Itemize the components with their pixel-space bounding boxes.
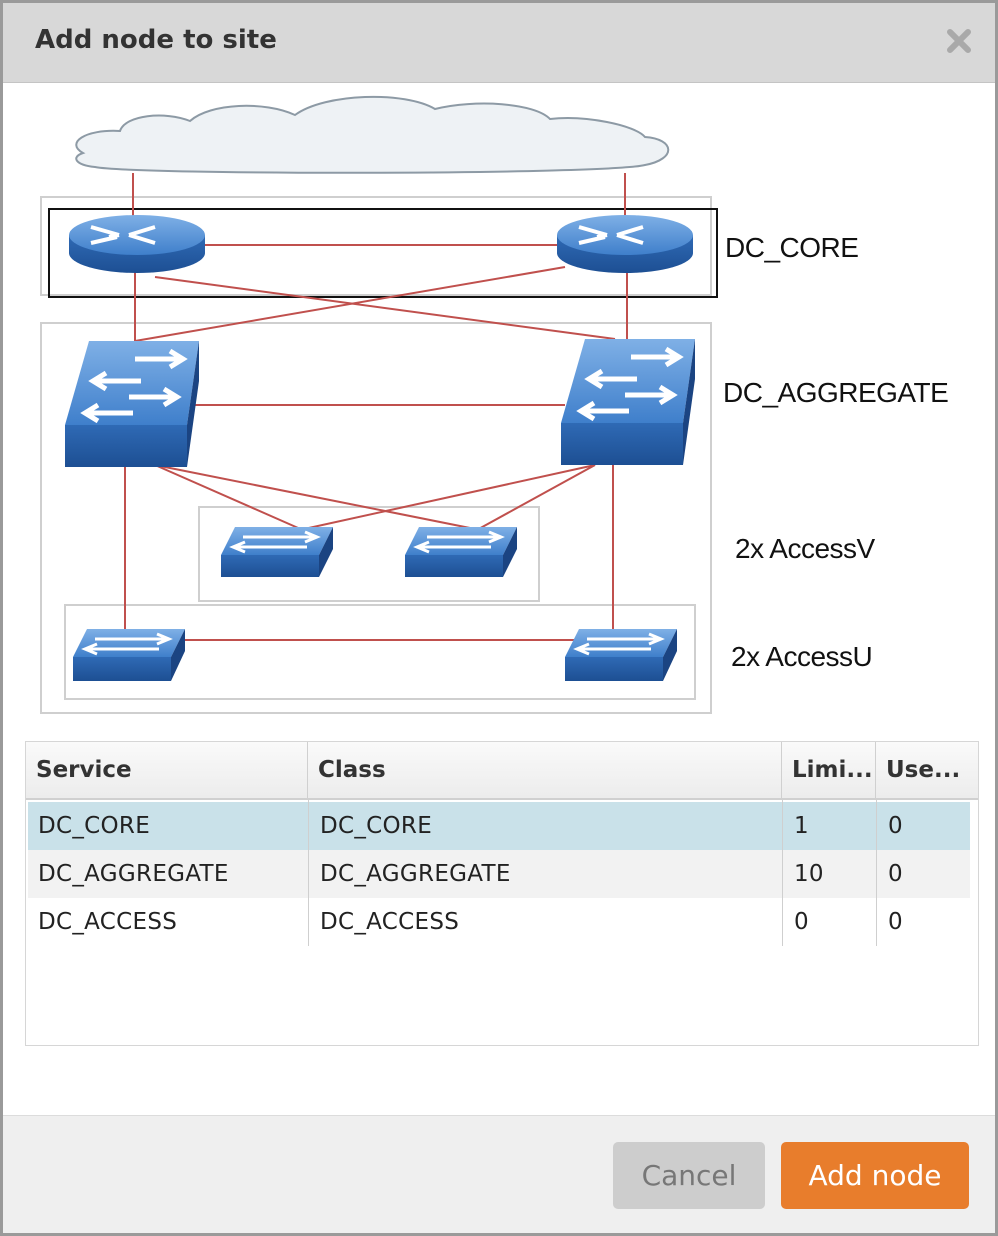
table-row[interactable]: DC_CORE DC_CORE 1 0	[28, 802, 970, 850]
column-divider	[782, 800, 783, 946]
aggregate-group-box	[40, 322, 712, 714]
core-selection-box	[48, 208, 718, 298]
cell-class: DC_ACCESS	[320, 909, 460, 935]
aggregate-switch-right-icon	[561, 339, 695, 465]
column-header-used[interactable]: Use...	[886, 757, 961, 783]
dialog-title: Add node to site	[35, 25, 277, 55]
column-divider	[308, 800, 309, 946]
column-header-service[interactable]: Service	[26, 742, 308, 798]
cell-limit: 1	[794, 813, 809, 839]
table-row[interactable]: DC_ACCESS DC_ACCESS 0 0	[28, 898, 970, 946]
access-u-switch-right-icon	[565, 629, 677, 681]
table-header: Service Class Limi... Use...	[26, 742, 978, 800]
network-topology-diagram: DC_CORE DC_AGGREGATE 2x AccessV 2x Acces…	[5, 85, 993, 735]
cell-used: 0	[888, 813, 903, 839]
access-u-group-box	[64, 604, 696, 700]
cloud-icon	[75, 95, 670, 174]
core-router-right-icon	[557, 215, 693, 273]
access-u-switch-left-icon	[73, 629, 185, 681]
table-row[interactable]: DC_AGGREGATE DC_AGGREGATE 10 0	[28, 850, 970, 898]
core-router-left-icon	[69, 215, 205, 273]
column-header-limit[interactable]: Limi...	[782, 742, 876, 798]
cell-service: DC_AGGREGATE	[38, 861, 229, 887]
cell-service: DC_CORE	[38, 813, 151, 839]
close-icon[interactable]	[943, 25, 975, 57]
access-v-switch-right-icon	[405, 527, 517, 577]
column-header-class[interactable]: Class	[308, 742, 782, 798]
label-access-u: 2x AccessU	[731, 641, 872, 672]
add-node-button[interactable]: Add node	[781, 1142, 969, 1209]
service-class-table: Service Class Limi... Use... DC_CORE DC_…	[25, 741, 979, 1046]
cell-service: DC_ACCESS	[38, 909, 178, 935]
access-v-switch-left-icon	[221, 527, 333, 577]
cell-limit: 0	[794, 909, 809, 935]
cell-class: DC_AGGREGATE	[320, 861, 511, 887]
dialog-footer: Cancel Add node	[3, 1115, 995, 1233]
cell-used: 0	[888, 909, 903, 935]
label-dc-aggregate: DC_AGGREGATE	[723, 377, 948, 408]
aggregate-switch-left-icon	[65, 341, 199, 467]
label-dc-core: DC_CORE	[725, 232, 858, 263]
core-group-box	[40, 196, 712, 296]
network-links	[124, 173, 628, 641]
dialog-titlebar: Add node to site	[3, 3, 995, 83]
cell-used: 0	[888, 861, 903, 887]
cell-class: DC_CORE	[320, 813, 433, 839]
column-divider	[876, 800, 877, 946]
cell-limit: 10	[794, 861, 824, 887]
cancel-button[interactable]: Cancel	[613, 1142, 765, 1209]
label-access-v: 2x AccessV	[735, 533, 876, 564]
